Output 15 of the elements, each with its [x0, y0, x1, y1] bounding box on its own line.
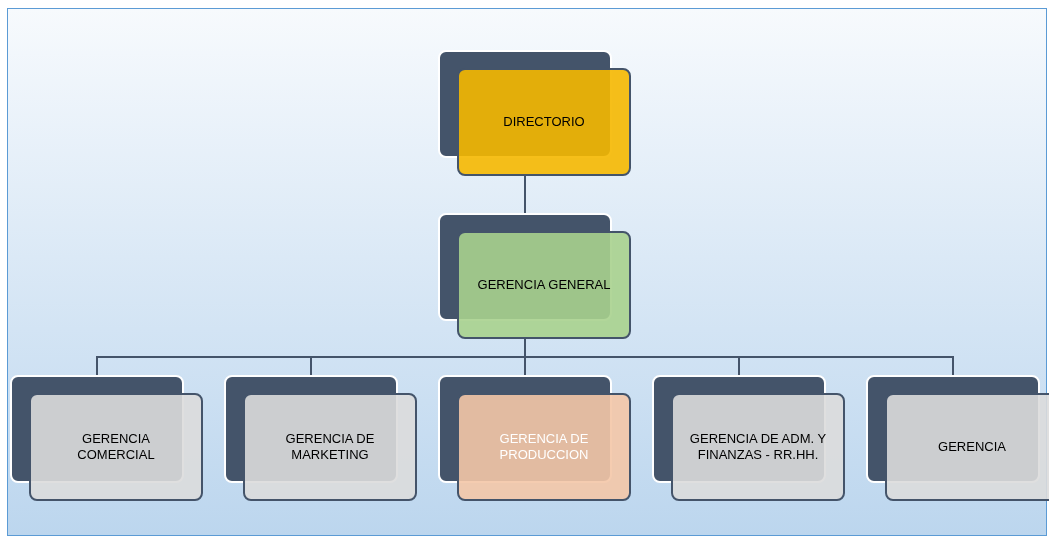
org-unit-box — [866, 375, 1049, 501]
unit-title: GERENCIA COMERCIAL — [76, 431, 156, 463]
unit-title: GERENCIA DE ADM. Y FINANZAS - RR.HH. — [688, 431, 828, 463]
unit-title: GERENCIA DE PRODUCCION — [498, 431, 590, 463]
unit-title: GERENCIA GENERAL — [477, 277, 611, 293]
org-unit-box — [438, 50, 631, 176]
connector-line — [524, 175, 526, 214]
unit-title: DIRECTORIO — [503, 114, 585, 130]
org-unit-box — [224, 375, 417, 501]
org-unit-box — [438, 213, 631, 339]
unit-title: GERENCIA — [938, 439, 1006, 455]
org-unit-box — [10, 375, 203, 501]
unit-title: GERENCIA DE MARKETING — [284, 431, 376, 463]
org-unit-box — [438, 375, 631, 501]
org-unit-box — [652, 375, 845, 501]
